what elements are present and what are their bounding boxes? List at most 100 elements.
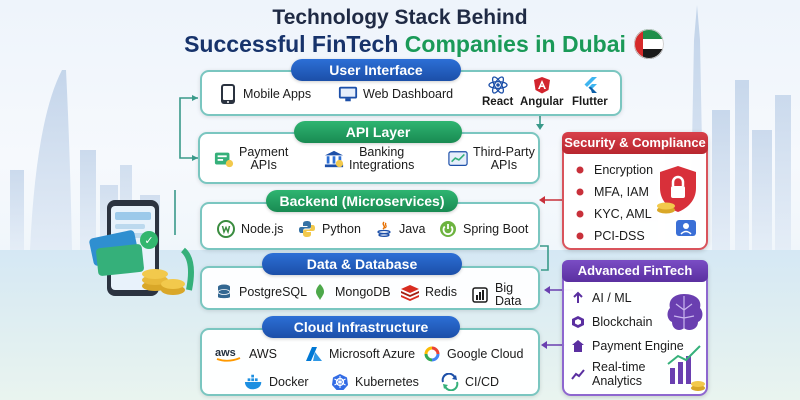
kubernetes-item: Kubernetes — [330, 372, 419, 392]
payment-engine-item: Payment Engine — [570, 338, 684, 354]
kyc-aml-label: KYC, AML — [594, 207, 652, 221]
cicd-icon — [440, 372, 460, 392]
banking-integrations-label: Banking Integrations — [349, 145, 415, 172]
title-line-1: Technology Stack Behind — [272, 6, 528, 29]
api-layer-heading: API Layer — [294, 121, 462, 143]
mobile-apps-label: Mobile Apps — [243, 86, 312, 101]
react-icon — [488, 76, 508, 94]
third-party-apis-item: Third-Party APIs — [448, 146, 535, 172]
aws-label: AWS — [249, 346, 278, 361]
bullet-icon — [572, 228, 588, 244]
postgresql-label: PostgreSQL — [239, 284, 308, 299]
backend-heading: Backend (Microservices) — [266, 190, 458, 212]
docker-icon — [244, 372, 264, 392]
flutter-icon — [584, 77, 597, 93]
shield-lock-icon — [657, 166, 696, 236]
big-data-icon — [470, 285, 490, 305]
realtime-analytics-label: Real-time Analytics — [592, 360, 646, 388]
postgresql-icon — [214, 282, 234, 302]
bullet-icon — [572, 206, 588, 222]
blockchain-icon — [570, 314, 586, 330]
python-item: Python — [297, 219, 361, 239]
redis-item: Redis — [400, 282, 457, 302]
mfa-iam-item: MFA, IAM — [572, 184, 649, 200]
java-label: Java — [399, 221, 426, 236]
ai-ml-label: AI / ML — [592, 291, 632, 305]
react-label: React — [482, 96, 514, 108]
security-compliance-panel: Security & Compliance Encryption MFA, IA… — [562, 132, 708, 250]
angular-framework: Angular — [520, 76, 563, 108]
java-icon — [374, 219, 394, 239]
trend-up-icon — [570, 290, 586, 306]
cicd-item: CI/CD — [440, 372, 499, 392]
kubernetes-icon — [330, 372, 350, 392]
ai-ml-item: AI / ML — [570, 290, 632, 306]
java-item: Java — [374, 219, 425, 239]
angular-label: Angular — [520, 96, 564, 108]
postgresql-item: PostgreSQL — [214, 282, 307, 302]
user-interface-heading: User Interface — [291, 59, 461, 81]
payment-card-icon — [214, 149, 234, 169]
uae-flag-icon — [634, 29, 664, 59]
data-database-heading: Data & Database — [262, 253, 462, 275]
ai-brain-icon — [667, 294, 705, 391]
nodejs-item: Node.js — [216, 219, 283, 239]
analytics-chart-icon — [448, 149, 468, 169]
advanced-fintech-panel: Advanced FinTech AI / ML Blockchain Paym… — [562, 260, 708, 396]
mongodb-icon — [310, 282, 330, 302]
payment-engine-label: Payment Engine — [592, 339, 684, 353]
realtime-analytics-item: Real-time Analytics — [570, 360, 646, 388]
docker-label: Docker — [269, 374, 309, 389]
microsoft-azure-label: Microsoft Azure — [329, 346, 416, 361]
line-chart-icon — [570, 366, 586, 382]
home-engine-icon — [570, 338, 586, 354]
aws-item: aws AWS — [214, 344, 277, 364]
big-data-item: Big Data — [470, 282, 538, 308]
kubernetes-label: Kubernetes — [355, 374, 419, 389]
pci-dss-label: PCI-DSS — [594, 229, 645, 243]
python-label: Python — [322, 221, 361, 236]
encryption-item: Encryption — [572, 162, 653, 178]
cicd-label: CI/CD — [465, 374, 500, 389]
advanced-fintech-heading: Advanced FinTech — [562, 260, 708, 282]
aws-icon: aws — [214, 344, 244, 364]
mongodb-label: MongoDB — [335, 284, 391, 299]
mongodb-item: MongoDB — [310, 282, 391, 302]
pci-dss-item: PCI-DSS — [572, 228, 645, 244]
title-part-2: Companies in Dubai — [404, 31, 626, 57]
encryption-label: Encryption — [594, 163, 654, 177]
payment-apis-label: Payment APIs — [239, 145, 289, 172]
banking-integrations-item: Banking Integrations — [324, 146, 414, 172]
angular-icon — [533, 77, 550, 94]
smartphone-icon — [218, 84, 238, 104]
redis-icon — [400, 282, 420, 302]
nodejs-icon — [216, 219, 236, 239]
google-cloud-label: Google Cloud — [447, 346, 524, 361]
web-dashboard-label: Web Dashboard — [363, 86, 454, 101]
docker-item: Docker — [244, 372, 309, 392]
aws-logo-text: aws — [215, 347, 236, 359]
mfa-iam-label: MFA, IAM — [594, 185, 649, 199]
monitor-icon — [338, 84, 358, 104]
bullet-icon — [572, 162, 588, 178]
security-compliance-heading: Security & Compliance — [562, 132, 708, 154]
redis-label: Redis — [425, 284, 457, 299]
react-framework: React — [482, 76, 513, 108]
third-party-apis-label: Third-Party APIs — [473, 145, 535, 172]
google-cloud-item: Google Cloud — [422, 344, 523, 364]
azure-icon — [304, 344, 324, 364]
blockchain-item: Blockchain — [570, 314, 652, 330]
payment-apis-item: Payment APIs — [214, 146, 288, 172]
cloud-infrastructure-heading: Cloud Infrastructure — [262, 316, 460, 338]
bank-icon — [324, 149, 344, 169]
flutter-framework: Flutter — [572, 76, 608, 108]
spring-boot-label: Spring Boot — [463, 221, 529, 236]
spring-boot-item: Spring Boot — [438, 219, 528, 239]
web-dashboard-item: Web Dashboard — [338, 84, 453, 104]
kyc-aml-item: KYC, AML — [572, 206, 652, 222]
blockchain-label: Blockchain — [592, 315, 653, 329]
title-part-1: Successful FinTech — [184, 31, 399, 57]
wallet-check-mark: ✓ — [144, 234, 153, 247]
python-icon — [297, 219, 317, 239]
big-data-label: Big Data — [495, 281, 522, 308]
